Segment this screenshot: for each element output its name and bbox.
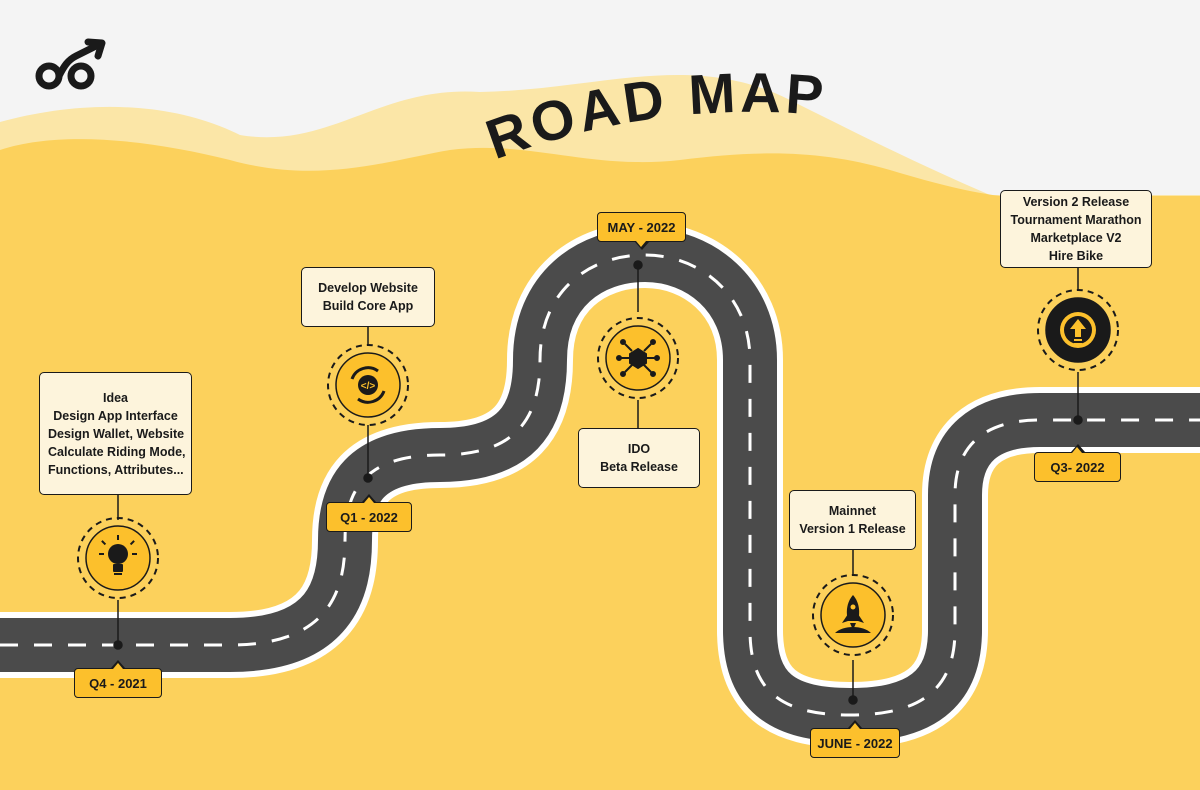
upgrade-arrow-icon bbox=[1060, 312, 1096, 348]
title-graphic: ROAD MAP bbox=[478, 61, 829, 171]
card-line: Hire Bike bbox=[1048, 249, 1104, 263]
milestone-icon-rocket bbox=[812, 574, 894, 656]
milestone-card-may-2022: IDO Beta Release bbox=[578, 428, 700, 488]
card-line: Functions, Attributes... bbox=[48, 462, 184, 477]
card-line: Build Core App bbox=[322, 299, 414, 313]
milestone-card-june-2022: Mainnet Version 1 Release bbox=[789, 490, 916, 550]
date-badge-june-2022: JUNE - 2022 bbox=[810, 720, 900, 758]
milestone-card-q3-2022: Version 2 Release Tournament Marathon Ma… bbox=[1000, 190, 1152, 268]
card-line: Mainnet bbox=[828, 504, 877, 518]
lightbulb-icon bbox=[99, 535, 137, 575]
card-line: Marketplace V2 bbox=[1030, 231, 1122, 245]
card-line: IDO bbox=[627, 442, 651, 456]
milestone-icon-upgrade bbox=[1037, 289, 1119, 371]
card-line: Tournament Marathon bbox=[1010, 213, 1142, 227]
card-line: Version 2 Release bbox=[1022, 195, 1130, 209]
card-line: Beta Release bbox=[600, 460, 678, 474]
rocket-icon bbox=[835, 595, 871, 633]
card-line: Version 1 Release bbox=[799, 522, 906, 536]
milestone-card-q4-2021: Idea Design App Interface Design Wallet,… bbox=[39, 372, 192, 495]
date-badge-q3-2022: Q3- 2022 bbox=[1034, 444, 1121, 482]
card-line: Develop Website bbox=[318, 281, 418, 295]
page-title: ROAD MAP bbox=[478, 61, 829, 171]
date-badge-q4-2021: Q4 - 2021 bbox=[74, 660, 162, 698]
blockchain-cube-icon bbox=[616, 339, 660, 377]
connectors bbox=[113, 260, 1083, 705]
date-badge-q1-2022: Q1 - 2022 bbox=[326, 494, 412, 532]
card-line: Idea bbox=[102, 390, 128, 405]
card-line: Calculate Riding Mode, bbox=[48, 444, 186, 459]
bike-growth-logo-icon bbox=[35, 38, 106, 90]
card-line: Design App Interface bbox=[53, 408, 178, 423]
card-line: Design Wallet, Website bbox=[48, 426, 185, 441]
milestone-card-q1-2022: Develop Website Build Core App bbox=[301, 267, 435, 327]
date-badge-may-2022: MAY - 2022 bbox=[597, 212, 686, 250]
milestone-icon-lightbulb bbox=[77, 517, 159, 599]
milestone-icon-cube bbox=[597, 317, 679, 399]
milestone-icon-code: </> bbox=[327, 344, 409, 426]
code-sync-icon: </> bbox=[350, 366, 386, 404]
svg-text:</>: </> bbox=[361, 381, 376, 392]
